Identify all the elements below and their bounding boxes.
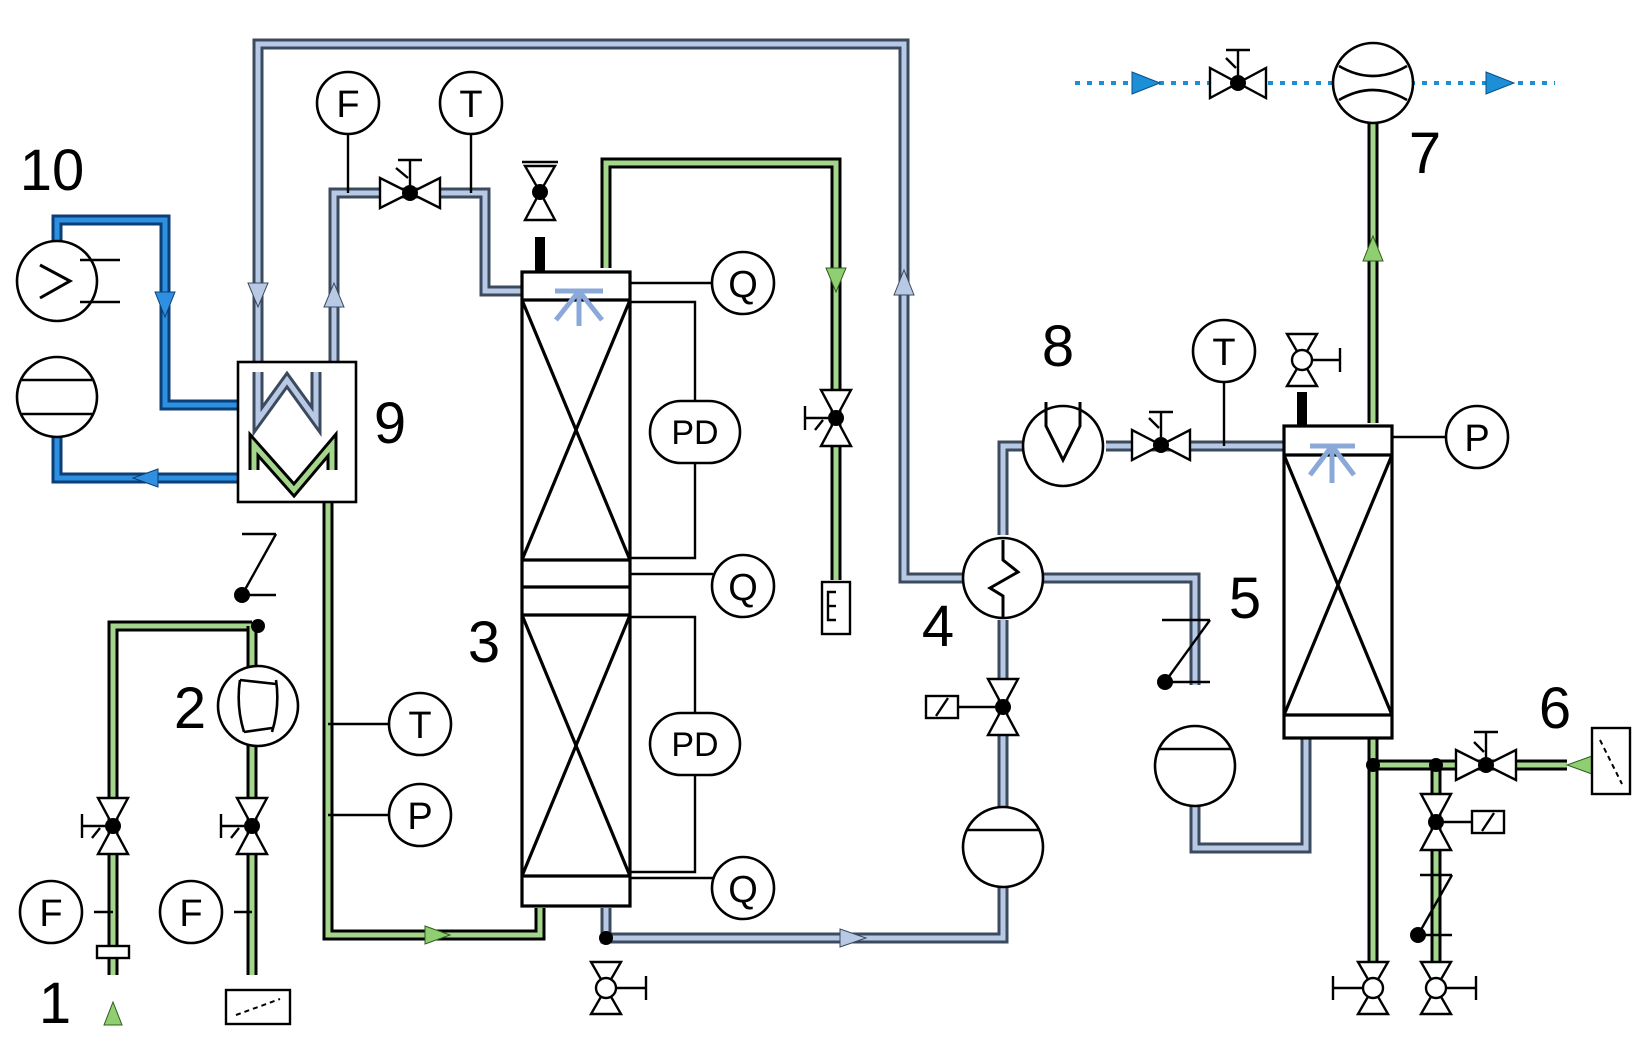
instrument-pressure-indicator: P xyxy=(1444,404,1510,470)
instrument-lines xyxy=(94,115,1450,914)
label-4: 4 xyxy=(922,594,954,659)
control-valve-icon[interactable] xyxy=(1208,48,1268,101)
exhaust-arrow-icon xyxy=(1485,71,1516,95)
label-7: 7 xyxy=(1409,121,1441,186)
svg-text:F: F xyxy=(336,84,359,126)
svg-text:Q: Q xyxy=(728,567,758,609)
heater-8 xyxy=(1021,402,1105,488)
svg-text:T: T xyxy=(1212,332,1235,374)
flow-arrow-icon xyxy=(825,267,847,294)
label-10: 10 xyxy=(20,138,85,203)
drain-valve-icon[interactable] xyxy=(588,960,648,1016)
junction-dots xyxy=(251,619,1443,945)
drain-valve-icon[interactable] xyxy=(1331,960,1391,1016)
compressor-2 xyxy=(216,664,300,748)
instrument-flow-indicator: F xyxy=(315,70,381,136)
svg-text:PD: PD xyxy=(671,414,718,452)
control-valve-icon[interactable] xyxy=(1130,410,1192,462)
label-5: 5 xyxy=(1229,566,1261,631)
label-9: 9 xyxy=(374,391,406,456)
label-6: 6 xyxy=(1539,676,1571,741)
exhaust-line xyxy=(1075,71,1555,95)
pump-icon xyxy=(961,805,1045,889)
sample-valve-icon[interactable] xyxy=(1284,332,1342,388)
control-valve-icon[interactable] xyxy=(803,388,854,448)
solenoid-valve-icon[interactable] xyxy=(1418,792,1506,852)
flow-arrows xyxy=(103,234,1593,1026)
flow-arrow-icon xyxy=(103,1000,123,1026)
control-valve-icon[interactable] xyxy=(80,796,131,856)
svg-text:P: P xyxy=(1464,418,1489,460)
sample-port-icon xyxy=(820,580,852,636)
check-valve-icon xyxy=(1157,618,1211,690)
liquid-pipes xyxy=(252,38,1352,944)
label-1: 1 xyxy=(39,971,71,1036)
flow-arrow-icon xyxy=(1362,234,1384,262)
pump-icon xyxy=(1153,724,1237,808)
flow-arrow-icon xyxy=(839,928,868,948)
instrument-diff-pressure-indicator: PD xyxy=(648,711,742,777)
liquid-distributor-icon xyxy=(554,288,604,326)
vent-valve-icon[interactable] xyxy=(522,160,558,222)
flow-arrow-icon xyxy=(323,281,345,308)
flow-arrow-icon xyxy=(893,268,915,296)
liquid-distributor-icon xyxy=(1308,443,1356,483)
instrument-pressure-indicator: P xyxy=(387,782,453,848)
flow-arrow-icon xyxy=(424,925,452,945)
label-3: 3 xyxy=(468,610,500,675)
instrument-heat-indicator: Q xyxy=(710,855,776,921)
svg-text:F: F xyxy=(39,893,62,935)
label-2: 2 xyxy=(174,676,206,741)
svg-text:T: T xyxy=(408,705,431,747)
instrument-flow-indicator: F xyxy=(158,879,224,945)
exhaust-arrow-icon xyxy=(1131,71,1162,95)
instrument-temperature-indicator: T xyxy=(1191,318,1257,384)
svg-text:PD: PD xyxy=(671,726,718,764)
solenoid-valve-icon[interactable] xyxy=(924,677,1021,737)
absorber-column-5 xyxy=(1282,392,1394,740)
heat-exchanger-9 xyxy=(236,360,358,504)
gas-cylinder-icon xyxy=(224,988,292,1026)
drain-valve-icon[interactable] xyxy=(1418,960,1478,1016)
instrument-heat-indicator: Q xyxy=(710,250,776,316)
heat-exchanger-4 xyxy=(961,536,1045,620)
control-valve-icon[interactable] xyxy=(219,796,270,856)
svg-text:Q: Q xyxy=(728,869,758,911)
svg-text:F: F xyxy=(179,893,202,935)
blower-7 xyxy=(1331,41,1415,125)
svg-text:Q: Q xyxy=(728,264,758,306)
control-valve-icon[interactable] xyxy=(1454,730,1518,782)
instrument-flow-indicator: F xyxy=(18,879,84,945)
flow-arrow-icon xyxy=(131,468,159,488)
instrument-temperature-indicator: T xyxy=(438,70,504,136)
flow-arrow-icon xyxy=(1565,755,1593,775)
svg-text:P: P xyxy=(407,796,432,838)
label-8: 8 xyxy=(1042,314,1074,379)
control-valve-icon[interactable] xyxy=(378,158,442,210)
check-valve-icon xyxy=(234,532,278,603)
svg-text:T: T xyxy=(459,84,482,126)
instrument-diff-pressure-indicator: PD xyxy=(648,399,742,465)
cooler-10 xyxy=(15,239,120,439)
reactor-column-3 xyxy=(520,237,632,908)
gas-inlet-coupling xyxy=(95,944,131,960)
instrument-heat-indicator: Q xyxy=(710,553,776,619)
instrument-temperature-indicator: T xyxy=(387,691,453,757)
flow-arrow-icon xyxy=(247,282,269,309)
check-valve-icon xyxy=(1410,873,1454,943)
flow-arrow-icon xyxy=(154,291,176,319)
gas-cylinder-icon xyxy=(1590,726,1632,796)
